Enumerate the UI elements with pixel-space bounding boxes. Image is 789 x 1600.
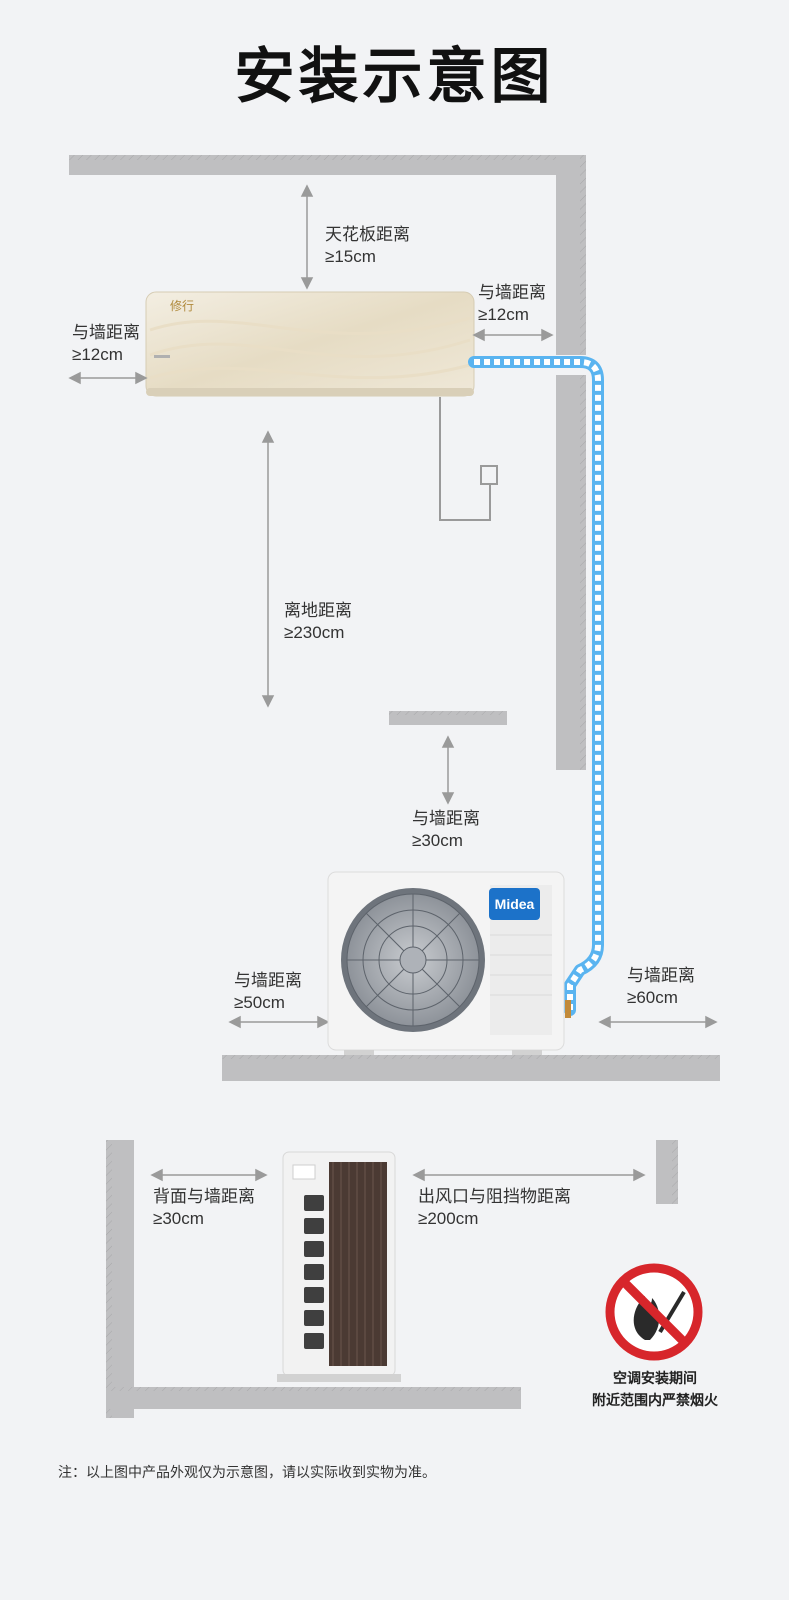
indoor-unit: 修行 <box>145 291 475 397</box>
obstacle-slab <box>389 711 507 725</box>
fire-warning-text: 空调安装期间 附近范围内严禁烟火 <box>592 1370 718 1408</box>
outdoor-left-wall-label: 与墙距离 ≥50cm <box>234 971 302 1012</box>
outdoor-right-wall-label: 与墙距离 ≥60cm <box>627 966 695 1007</box>
indoor-right-wall-label: 与墙距离 ≥12cm <box>478 283 546 324</box>
refrigerant-pipe <box>468 356 604 1016</box>
no-fire-icon <box>605 1263 703 1361</box>
outdoor-unit-side-view <box>277 1151 401 1382</box>
back-wall-distance-label: 背面与墙距离 ≥30cm <box>153 1187 255 1228</box>
floor-distance-label: 离地距离 ≥230cm <box>284 601 352 642</box>
outdoor-unit: Midea <box>327 871 571 1056</box>
indoor-left-wall-label: 与墙距离 ≥12cm <box>72 323 140 364</box>
disclaimer-note: 注：以上图中产品外观仅为示意图，请以实际收到实物为准。 <box>58 1464 436 1480</box>
back-wall <box>106 1140 134 1418</box>
ground-slab <box>222 1055 720 1081</box>
ceiling-distance-label: 天花板距离 ≥15cm <box>325 225 410 266</box>
ceiling-wall <box>69 155 585 175</box>
side-wall <box>556 155 586 770</box>
page-title: 安装示意图 <box>234 42 555 112</box>
outlet-obstacle-distance-label: 出风口与阻挡物距离 ≥200cm <box>418 1187 571 1228</box>
obstacle-wall <box>656 1140 678 1204</box>
drain-pipe <box>439 397 498 521</box>
dimension-arrows <box>68 184 718 1182</box>
outdoor-brand-badge: Midea <box>495 896 535 912</box>
indoor-badge: 修行 <box>170 298 194 313</box>
bottom-ground <box>106 1387 521 1409</box>
outdoor-top-distance-label: 与墙距离 ≥30cm <box>412 809 480 850</box>
